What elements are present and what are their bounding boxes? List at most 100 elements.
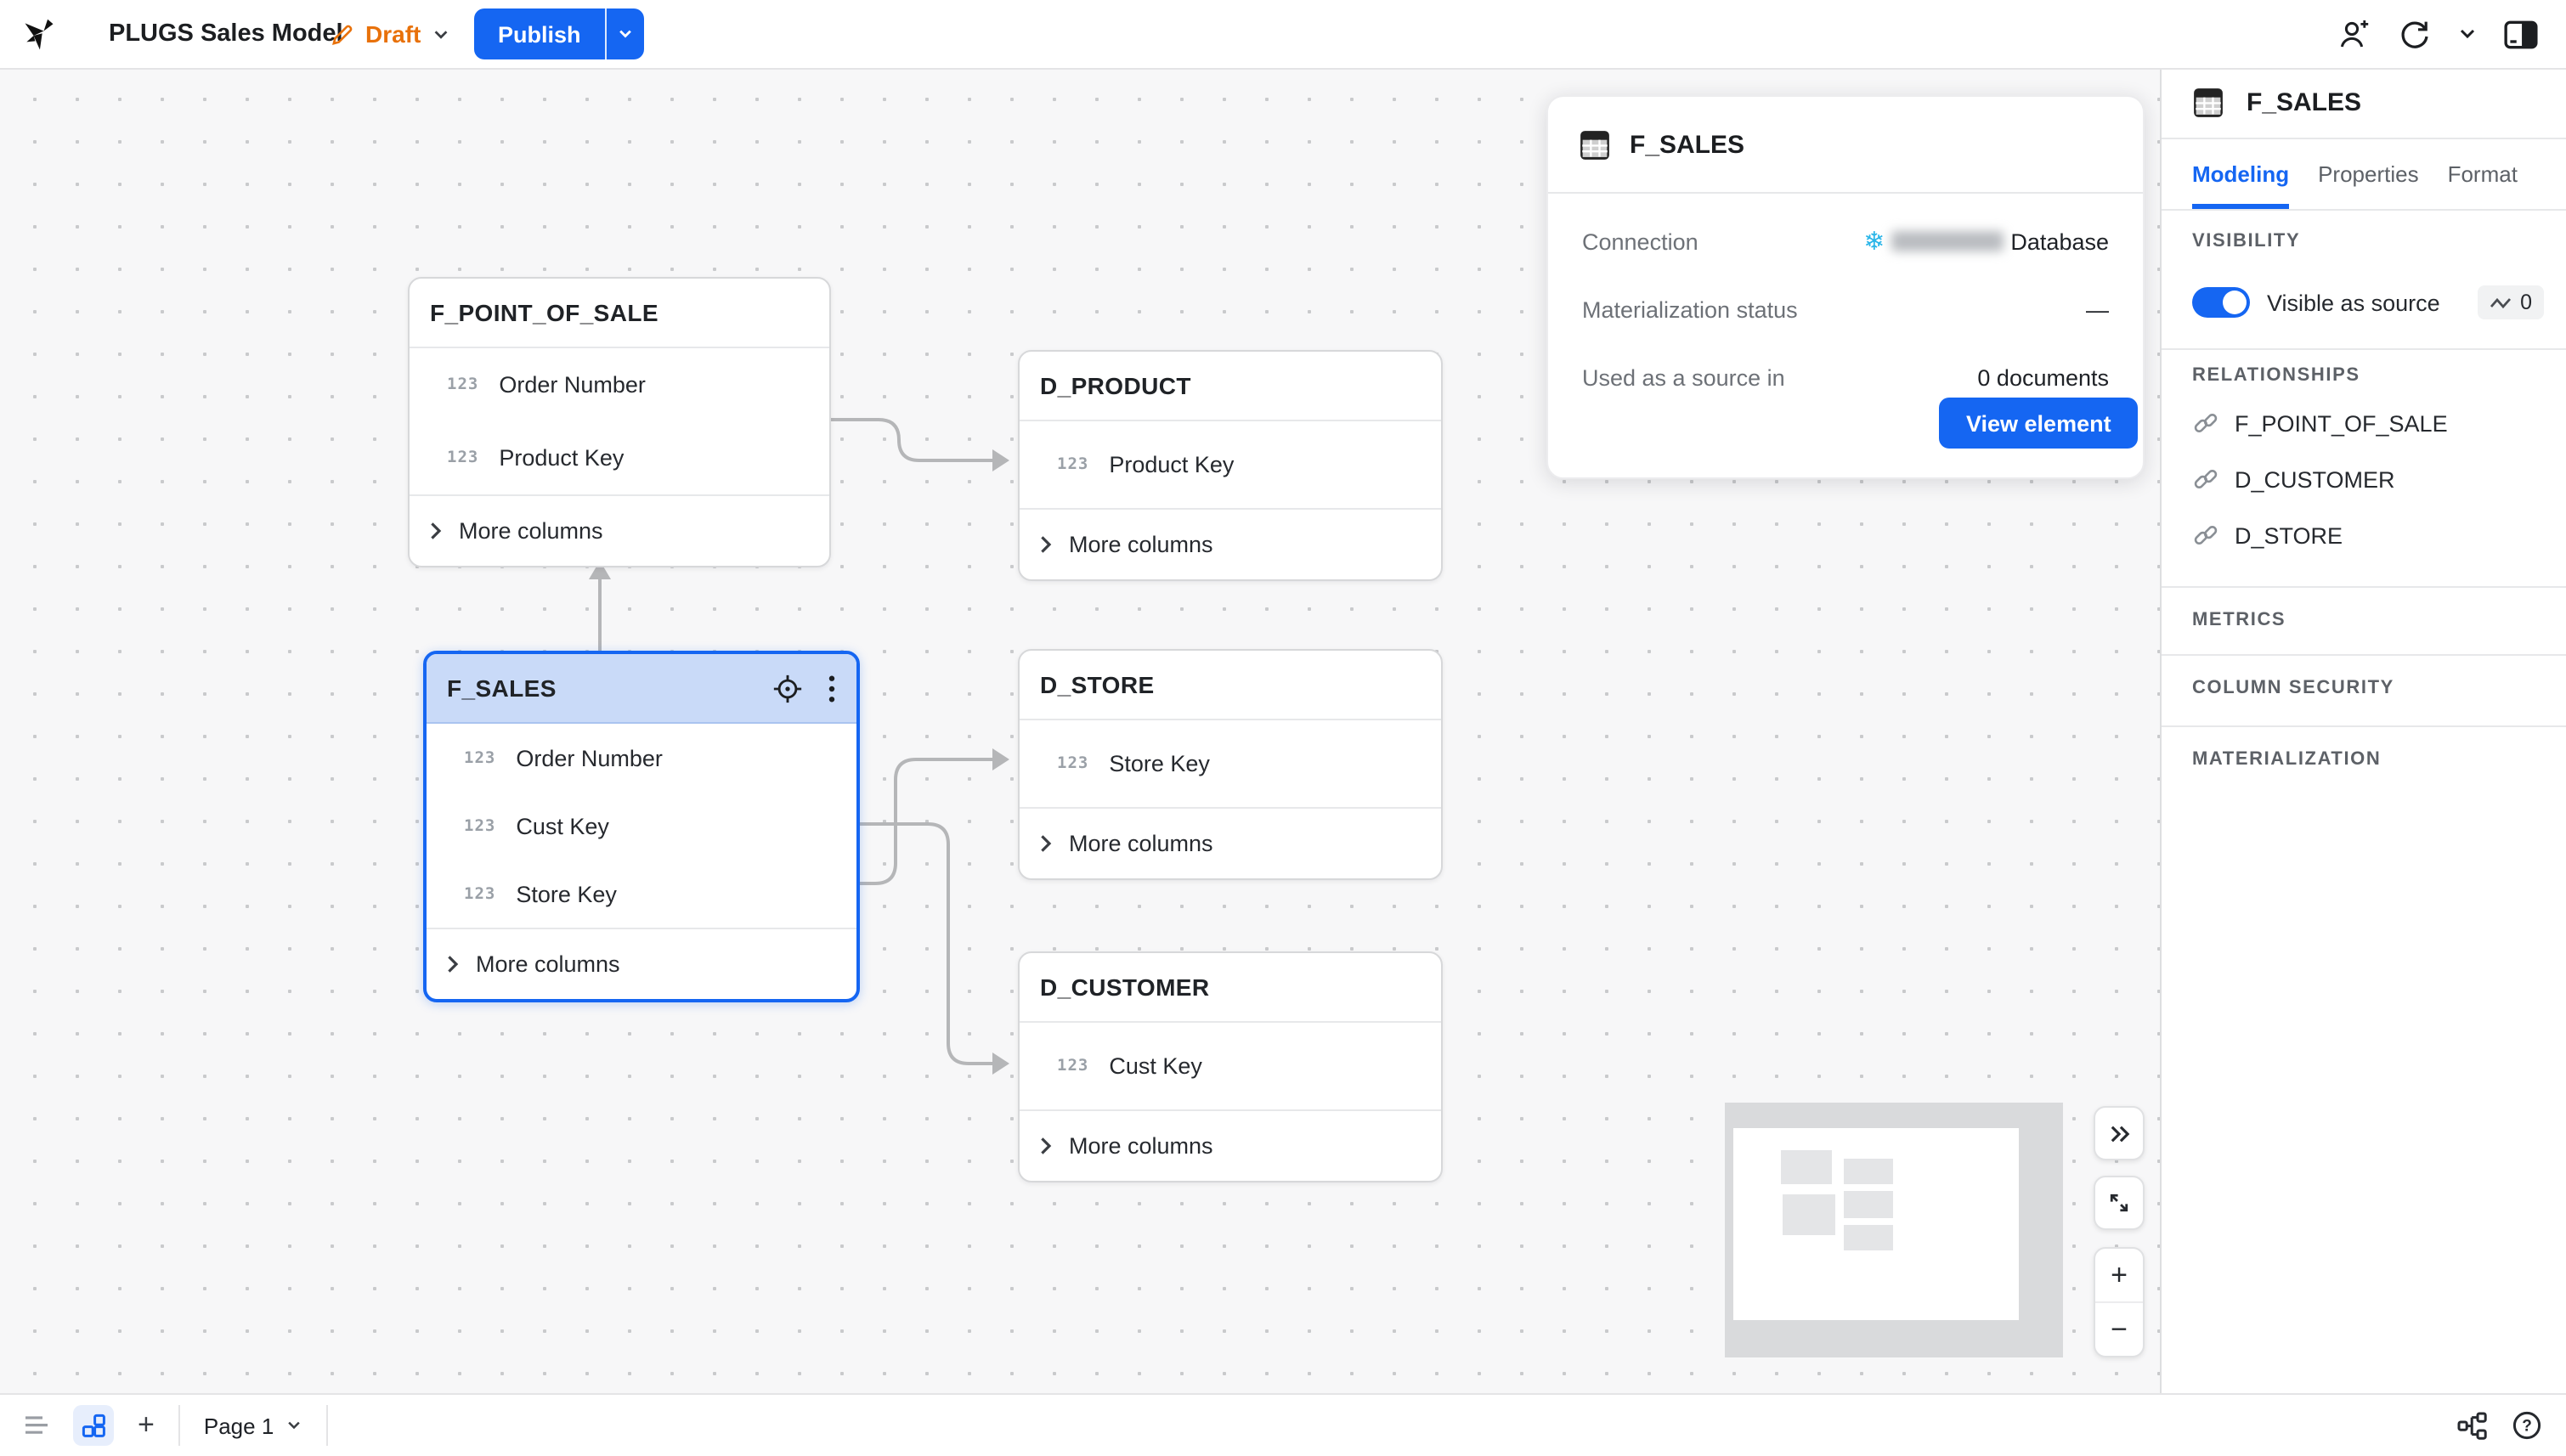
version-status[interactable]: Draft (330, 0, 449, 68)
refresh-button[interactable] (2393, 12, 2437, 56)
share-add-user-button[interactable] (2331, 12, 2376, 56)
more-columns-label: More columns (1069, 1133, 1213, 1159)
materialization-status-row: Materialization status — (1548, 275, 2143, 343)
column-row[interactable]: 123 Product Key (1020, 421, 1441, 508)
tab-format[interactable]: Format (2447, 161, 2518, 187)
panel-tabs: Modeling Properties Format (2162, 139, 2566, 211)
kebab-menu-icon[interactable] (828, 674, 836, 703)
minimap[interactable] (1725, 1103, 2063, 1357)
usage-count-badge[interactable]: 0 (2478, 285, 2544, 319)
document-title: PLUGS Sales Model (109, 20, 343, 48)
table-node-f-point-of-sale[interactable]: F_POINT_OF_SALE 123 Order Number 123 Pro… (408, 277, 831, 567)
expand-icon (2110, 1194, 2128, 1212)
materialization-section: MATERIALIZATION + (2162, 741, 2566, 778)
column-row[interactable]: 123 Order Number (427, 724, 856, 792)
redacted-connection-name (1891, 231, 2004, 251)
model-canvas[interactable]: F_POINT_OF_SALE 123 Order Number 123 Pro… (0, 68, 2160, 1393)
more-columns-toggle[interactable]: More columns (1020, 1109, 1441, 1181)
connection-label: Connection (1582, 229, 1698, 254)
refresh-options-button[interactable] (2454, 12, 2481, 56)
help-icon[interactable]: ? (2512, 1410, 2542, 1441)
materialization-section-header: MATERIALIZATION (2192, 749, 2382, 770)
connection-value: Database (2010, 229, 2109, 254)
column-row[interactable]: 123 Order Number (410, 348, 829, 421)
link-icon (2194, 525, 2218, 545)
zoom-out-button[interactable]: − (2095, 1301, 2143, 1356)
page-tab[interactable]: Page 1 (204, 1413, 302, 1438)
column-name: Order Number (499, 372, 646, 398)
section-divider (2162, 586, 2566, 588)
publish-split-button: Publish (474, 8, 644, 59)
zoom-in-button[interactable]: + (2111, 1258, 2128, 1290)
panel-title: F_SALES (2247, 88, 2362, 117)
table-node-d-store[interactable]: D_STORE 123 Store Key More columns (1018, 649, 1443, 880)
add-page-button[interactable]: + (138, 1408, 155, 1441)
metrics-section: METRICS + (2162, 601, 2566, 639)
focus-crosshair-icon[interactable] (771, 672, 804, 704)
publish-button-label: Publish (498, 21, 581, 47)
zoom-controls: + − (2094, 1247, 2145, 1357)
column-row[interactable]: 123 Cust Key (427, 792, 856, 860)
relationship-name: D_STORE (2235, 522, 2343, 548)
chevron-right-icon (1041, 1137, 1052, 1154)
used-as-source-label: Used as a source in (1582, 364, 1785, 390)
minimap-viewport[interactable] (1733, 1128, 2019, 1320)
relationship-name: F_POINT_OF_SALE (2235, 410, 2448, 436)
model-view-button[interactable] (73, 1405, 114, 1446)
divider (326, 1405, 329, 1446)
number-type-icon: 123 (464, 748, 496, 767)
chevron-right-icon (431, 522, 442, 539)
column-row[interactable]: 123 Store Key (1020, 720, 1441, 807)
table-icon (1580, 130, 1609, 159)
publish-button[interactable]: Publish (474, 8, 605, 59)
column-row[interactable]: 123 Product Key (410, 421, 829, 494)
section-divider (2162, 725, 2566, 727)
page-list-icon[interactable] (24, 1415, 49, 1436)
toggle-side-panel-button[interactable] (2498, 12, 2542, 56)
minimap-node (1844, 1191, 1893, 1218)
tab-properties[interactable]: Properties (2318, 161, 2419, 187)
tab-modeling[interactable]: Modeling (2192, 139, 2290, 209)
column-row[interactable]: 123 Cust Key (1020, 1023, 1441, 1109)
visible-as-source-toggle[interactable] (2192, 287, 2250, 318)
sigma-logo-icon (25, 19, 54, 50)
column-name: Product Key (1109, 452, 1235, 477)
table-node-d-product[interactable]: D_PRODUCT 123 Product Key More columns (1018, 350, 1443, 581)
more-columns-toggle[interactable]: More columns (427, 928, 856, 999)
more-columns-toggle[interactable]: More columns (410, 494, 829, 566)
view-element-button[interactable]: View element (1939, 398, 2139, 449)
chevron-down-icon (288, 1421, 300, 1430)
table-node-d-customer[interactable]: D_CUSTOMER 123 Cust Key More columns (1018, 951, 1443, 1182)
metrics-section-header: METRICS (2192, 610, 2286, 630)
model-blocks-icon (81, 1413, 105, 1436)
number-type-icon: 123 (1057, 1057, 1089, 1075)
relationships-section: RELATIONSHIPS + (2162, 357, 2566, 394)
top-bar: PLUGS Sales Model Draft Publish (0, 0, 2566, 70)
relationship-item-d-store[interactable]: D_STORE (2192, 522, 2343, 549)
relationship-item-d-customer[interactable]: D_CUSTOMER (2192, 466, 2395, 493)
collapse-minimap-button[interactable] (2094, 1106, 2145, 1160)
lineage-icon[interactable] (2457, 1411, 2488, 1440)
column-security-section-header: COLUMN SECURITY (2192, 678, 2394, 698)
node-title: F_SALES (447, 674, 557, 702)
more-columns-toggle[interactable]: More columns (1020, 807, 1441, 878)
add-user-icon (2340, 20, 2369, 48)
materialization-label: Materialization status (1582, 296, 1798, 322)
publish-dropdown-button[interactable] (604, 8, 644, 59)
fit-to-screen-button[interactable] (2094, 1176, 2145, 1230)
more-columns-label: More columns (476, 951, 620, 977)
column-row[interactable]: 123 Store Key (427, 860, 856, 928)
column-security-section: COLUMN SECURITY + (2162, 669, 2566, 707)
node-header: D_PRODUCT (1020, 352, 1441, 421)
more-columns-toggle[interactable]: More columns (1020, 508, 1441, 579)
minimap-node (1844, 1225, 1893, 1250)
more-columns-label: More columns (1069, 831, 1213, 856)
relationship-item-f-point-of-sale[interactable]: F_POINT_OF_SALE (2192, 409, 2448, 437)
refresh-icon (2401, 21, 2428, 48)
minimap-node (1844, 1159, 1893, 1184)
number-type-icon: 123 (464, 816, 496, 835)
minimap-node (1783, 1194, 1835, 1235)
table-node-f-sales[interactable]: F_SALES 123 Order Number (423, 651, 860, 1002)
node-header: D_STORE (1020, 651, 1441, 720)
column-name: Product Key (499, 445, 625, 471)
